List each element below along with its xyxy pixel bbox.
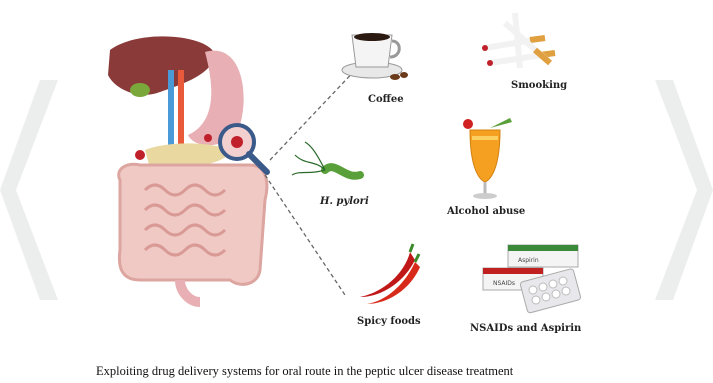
box-label-nsaids: NSAIDs <box>493 280 515 287</box>
figure-caption: Exploiting drug delivery systems for ora… <box>96 364 513 379</box>
factor-label-nsaids: NSAIDs and Aspirin <box>470 323 581 334</box>
factor-label-alcohol: Alcohol abuse <box>447 206 525 217</box>
factor-label-h-pylori: H. pylori <box>320 196 369 207</box>
bacterium-icon <box>290 140 370 200</box>
cigarettes-icon <box>475 8 565 78</box>
factor-label-smoking: Smooking <box>511 80 567 91</box>
chili-pepper-icon <box>355 242 425 312</box>
coffee-cup-icon <box>340 25 410 85</box>
factor-label-coffee: Coffee <box>368 94 404 105</box>
factor-label-spicy: Spicy foods <box>357 316 421 327</box>
medicine-box-icon: Aspirin NSAIDs <box>478 240 588 320</box>
cocktail-glass-icon <box>450 110 520 200</box>
box-label-aspirin: Aspirin <box>518 257 539 264</box>
